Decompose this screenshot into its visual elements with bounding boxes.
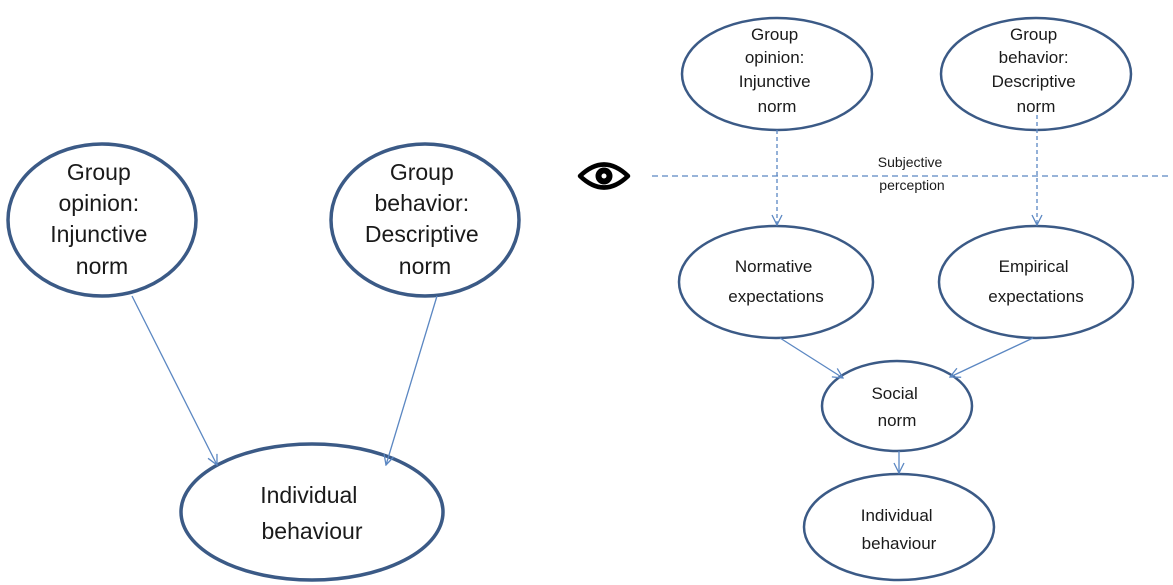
right-individual-behaviour-node: Individual behaviour <box>802 472 996 582</box>
left-descriptive-norm-node: Group behavior: Descriptive norm <box>329 142 521 298</box>
empirical-expectations-node: Empirical expectations <box>937 224 1135 340</box>
left-individual-behaviour-label: Individual behaviour <box>260 482 364 544</box>
subjective-perception-label: Subjective perception <box>878 154 946 193</box>
left-descriptive-to-behaviour-arrow <box>386 295 438 465</box>
right-injunctive-norm-node: Group opinion: Injunctive norm <box>680 16 874 132</box>
empirical-expectations-label: Empirical expectations <box>988 257 1083 306</box>
social-norm-node: Social norm <box>820 359 974 453</box>
eye-icon <box>577 162 631 190</box>
right-injunctive-norm-label: Group opinion: Injunctive norm <box>739 25 816 116</box>
right-descriptive-norm-node: Group behavior: Descriptive norm <box>939 16 1133 132</box>
left-injunctive-norm-label: Group opinion: Injunctive norm <box>50 159 154 279</box>
left-injunctive-norm-node: Group opinion: Injunctive norm <box>6 142 198 298</box>
normative-expectations-label: Normative expectations <box>728 257 823 306</box>
normative-to-social-norm-arrow <box>779 337 843 378</box>
normative-expectations-node: Normative expectations <box>677 224 875 340</box>
empirical-to-social-norm-arrow <box>950 337 1034 377</box>
social-norm-label: Social norm <box>871 384 922 430</box>
left-injunctive-to-behaviour-arrow <box>131 295 217 465</box>
left-diagram: Group opinion: Injunctive norm Group beh… <box>6 142 521 582</box>
right-individual-behaviour-label: Individual behaviour <box>861 506 938 553</box>
left-descriptive-norm-label: Group behavior: Descriptive norm <box>365 159 485 279</box>
left-individual-behaviour-node: Individual behaviour <box>179 442 445 582</box>
right-diagram: Subjective perception Group opinion: Inj… <box>652 16 1171 582</box>
right-descriptive-norm-label: Group behavior: Descriptive norm <box>992 25 1081 116</box>
